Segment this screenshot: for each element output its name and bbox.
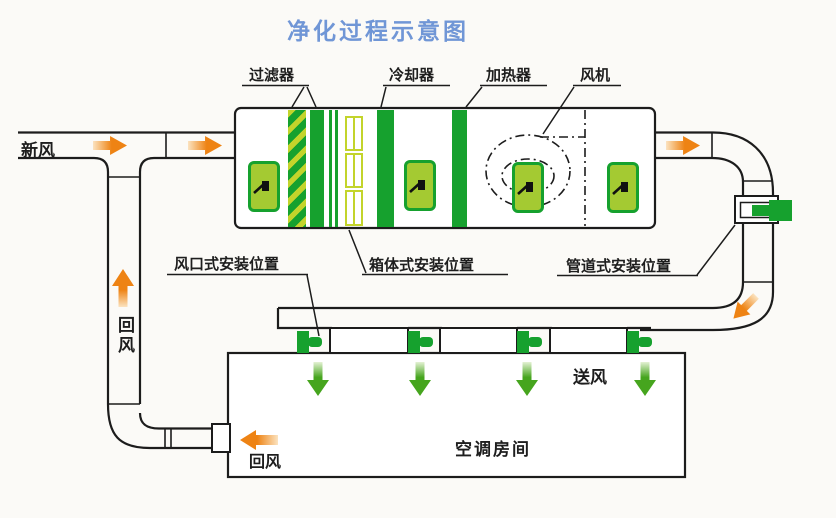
fresh-air-label: 新风 [21,141,55,160]
vent-mount-label-leader [167,273,320,337]
diffuser-nozzle-1 [308,337,322,347]
filter-striped-band [288,110,306,227]
supply-arrow-down-2 [409,362,431,396]
filter-cell [347,118,353,149]
filter-cell [353,192,361,224]
heater-label-leader [465,84,547,108]
supply-arrow-down-3 [516,362,538,396]
lever-icon [409,179,425,193]
duct-mount-label: 管道式安装位置 [566,258,672,275]
filter-label-leader [242,84,317,108]
fresh-air-arrow-2 [188,136,222,155]
ahu-box [233,106,657,230]
box-mount-label-leader [348,229,508,276]
fresh-air-arrow-1 [93,136,127,155]
supply-duct-inner-top [655,156,745,196]
filter-cell [353,155,361,186]
filter-cell-group-1 [345,116,363,151]
supply-arrow-down-1 [307,362,329,396]
filter-cell-group-3 [345,190,363,226]
supply-air-arrow-down-left [733,293,759,319]
return-air-arrow-room [240,430,278,450]
return-elbow-outer [106,403,212,450]
duct-joint-lines-right-top [711,132,773,182]
heater-label: 加热器 [486,67,532,84]
diffuser-nozzle-2 [419,337,433,347]
diffuser-nozzle-4 [638,337,652,347]
supply-air-label: 送风 [573,368,607,387]
purifier-unit-4 [607,162,639,213]
purifier-unit-1 [248,161,280,212]
return-air-label-vertical: 回风 [115,316,134,356]
duct-mount-label-leader [557,224,736,277]
diagram-title: 净化过程示意图 [287,18,469,44]
ceiling-diffusers [297,331,652,353]
supply-duct-outer-top [655,131,775,196]
ceiling-duct-top-line [278,281,745,310]
filter-label: 过滤器 [249,67,295,84]
fresh-air-duct-bottom-left-line [18,156,110,404]
heater-band [452,110,467,227]
filter-cell [353,118,361,149]
lever-icon [253,180,269,194]
return-duct-right-line [138,156,235,404]
ceiling-duct-box-3 [549,327,628,354]
filter-cell-group-2 [345,153,363,188]
diffuser-bar-1 [297,331,309,353]
filter-thin-line-1 [329,110,332,227]
fan-label-leader [542,84,621,135]
room-return-flange [211,423,231,453]
return-air-arrow-up [112,269,134,307]
supply-arrow-down-4 [634,362,656,396]
room-label: 空调房间 [455,440,531,459]
box-mount-label: 箱体式安装位置 [369,257,475,274]
filter-cell [347,192,353,224]
ceiling-duct-left-cap [276,308,332,330]
return-elbow-inner [138,412,212,430]
duct-mount-unit-bar [752,205,772,216]
supply-air-arrow-right [666,136,700,155]
lever-icon [612,181,628,195]
ceiling-duct-box-2 [439,327,518,354]
diffuser-nozzle-3 [528,337,542,347]
return-air-label-room: 回风 [249,454,282,471]
filter-solid-band [310,110,324,227]
duct-mount-unit-body [769,200,792,221]
supply-duct-vertical [741,223,775,282]
purifier-unit-3 [512,162,544,213]
lever-icon [517,181,533,195]
fan-label: 风机 [580,67,611,84]
room-box [226,351,687,479]
diffuser-bar-4 [627,331,639,353]
diffuser-bar-2 [408,331,420,353]
cooler-label: 冷却器 [389,67,435,84]
vent-mount-label: 风口式安装位置 [174,256,280,273]
diffuser-bar-3 [517,331,529,353]
cooler-band [377,110,394,227]
duct-joint-lines-left [108,132,172,448]
ceiling-duct-box-1 [329,327,409,354]
cooler-label-leader [380,84,450,108]
filter-thin-line-2 [334,110,338,227]
purifier-unit-2 [404,160,436,211]
filter-cell [347,155,353,186]
supply-elbow-outer-bottom [640,282,775,332]
